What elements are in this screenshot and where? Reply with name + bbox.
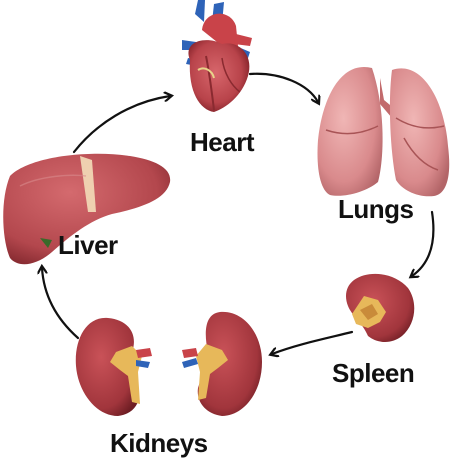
cycle-arrows bbox=[42, 72, 435, 354]
arrow-spleen-to-kidneys bbox=[272, 330, 354, 354]
arrow-liver-to-heart bbox=[72, 96, 170, 154]
arrow-kidneys-to-liver bbox=[42, 268, 80, 340]
lungs-icon bbox=[317, 66, 450, 197]
heart-icon bbox=[182, 0, 252, 112]
label-heart: Heart bbox=[190, 127, 254, 157]
label-liver: Liver bbox=[58, 230, 118, 260]
label-kidneys: Kidneys bbox=[110, 428, 208, 458]
spleen-icon bbox=[346, 273, 415, 342]
kidneys-icon bbox=[75, 311, 262, 416]
arrow-heart-to-lungs bbox=[248, 72, 318, 102]
label-spleen: Spleen bbox=[332, 358, 415, 388]
liver-icon bbox=[3, 153, 171, 265]
label-lungs: Lungs bbox=[338, 194, 414, 224]
arrow-lungs-to-spleen bbox=[412, 210, 435, 276]
